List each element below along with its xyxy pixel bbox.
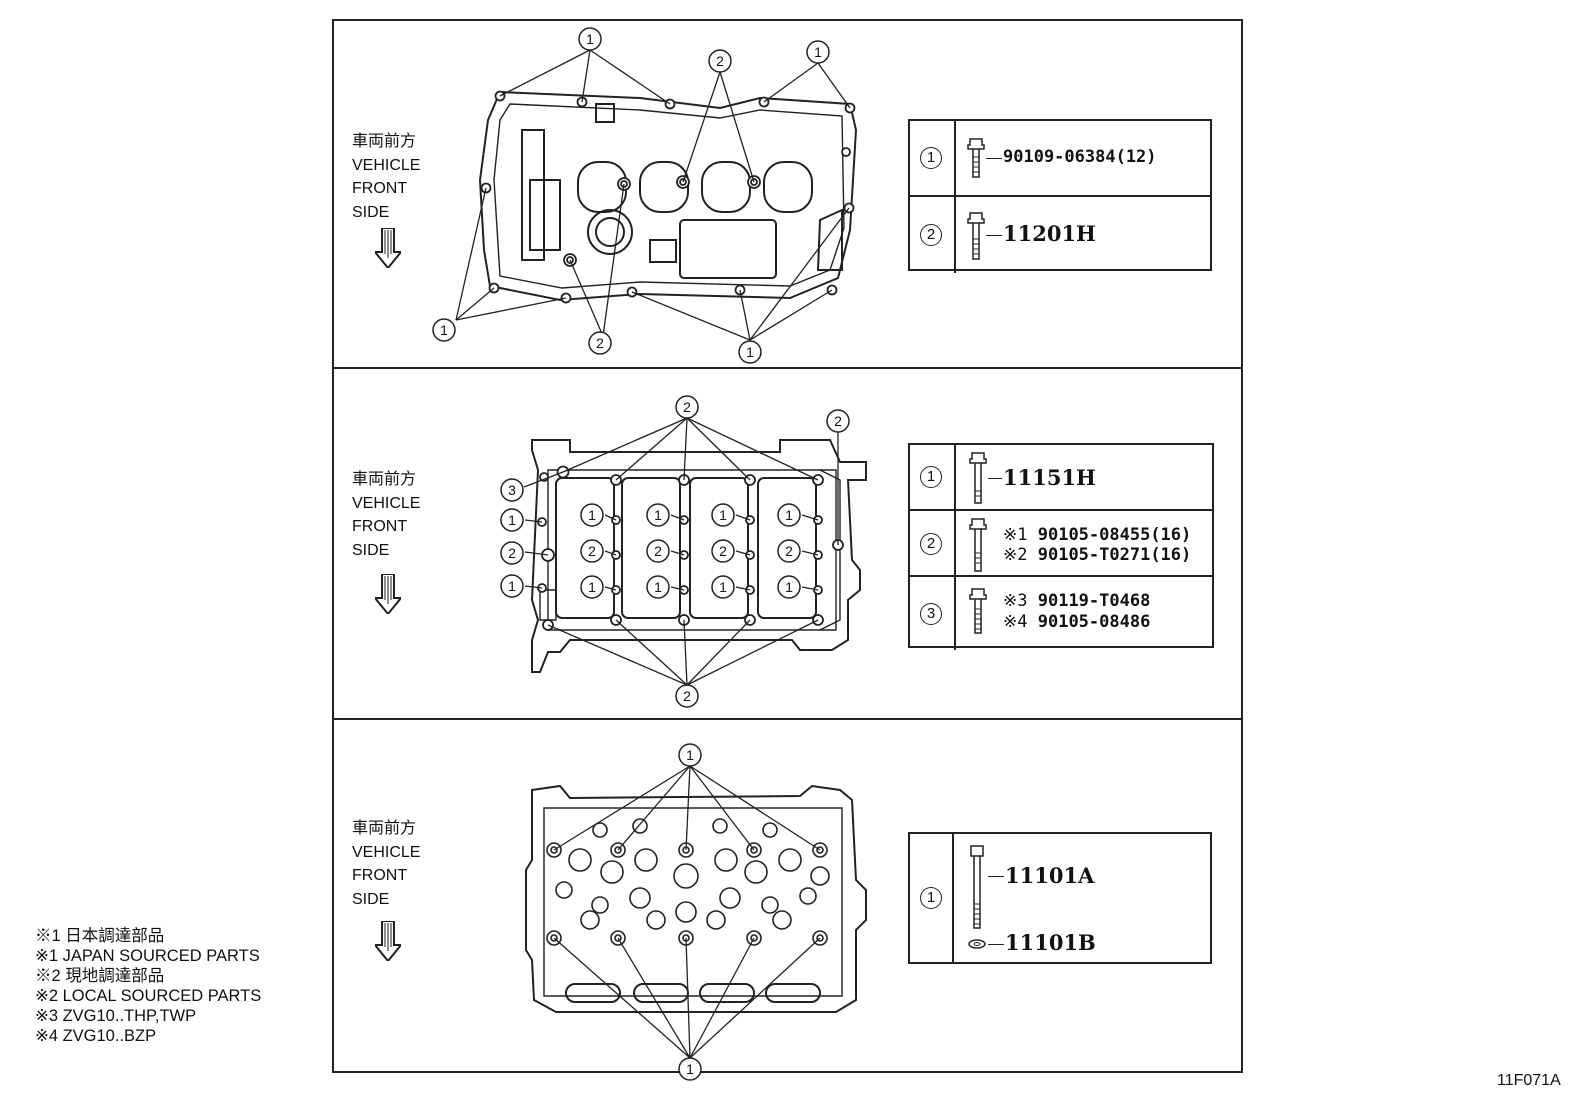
svg-text:1: 1 — [588, 507, 596, 523]
bolt-row-2: 2 11201H — [910, 195, 1210, 273]
svg-text:1: 1 — [785, 579, 793, 595]
svg-text:1: 1 — [440, 322, 448, 338]
svg-text:2: 2 — [683, 399, 691, 415]
down-arrow-icon — [375, 921, 401, 961]
callout-1 — [806, 40, 830, 64]
flange-bolt-icon — [969, 588, 987, 634]
footnotes: ※1 日本調達部品 ※1 JAPAN SOURCED PARTS ※2 現地調達… — [35, 926, 261, 1046]
bolt-row-3: 3 ※3 90119-T0468 ※4 90105-08486 — [910, 575, 1212, 650]
svg-text:1: 1 — [686, 747, 694, 763]
footnote: ※4 ZVG10..BZP — [35, 1027, 157, 1045]
svg-text:3: 3 — [508, 482, 516, 498]
row-index: 1 — [920, 147, 942, 169]
flange-bolt-icon — [967, 212, 985, 260]
callout-2 — [708, 49, 732, 73]
svg-text:1: 1 — [654, 507, 662, 523]
part-number-bzp: ※4 90105-08486 — [1003, 612, 1151, 632]
svg-text:1: 1 — [508, 578, 516, 594]
head-bolt-part-number: 11101A — [1005, 863, 1095, 888]
svg-text:2: 2 — [508, 545, 516, 561]
svg-text:1: 1 — [719, 507, 727, 523]
bolt-table-panel-2: 1 11151H 2 ※1 90105-08455(16) ※2 90105-T… — [908, 443, 1214, 650]
bolt-table-panel-3: 1 11101A 11101B — [908, 832, 1212, 964]
diagram-frame — [332, 19, 1243, 1073]
row-index: 3 — [920, 602, 942, 625]
bolt-row-1: 1 11101A 11101B — [910, 834, 1210, 962]
part-number-thp-twp: ※3 90119-T0468 — [1003, 591, 1151, 611]
down-arrow-icon — [375, 574, 401, 614]
part-number: 90109-06384(12) — [1003, 147, 1157, 167]
svg-text:2: 2 — [654, 543, 662, 559]
panel-divider — [332, 718, 1243, 720]
svg-text:1: 1 — [686, 1061, 694, 1077]
footnote: ※3 ZVG10..THP,TWP — [35, 1007, 197, 1025]
row-index: 2 — [920, 533, 942, 555]
svg-text:2: 2 — [834, 413, 842, 429]
washer-part-number: 11101B — [1005, 930, 1096, 955]
footnote: ※2 LOCAL SOURCED PARTS — [35, 987, 262, 1005]
svg-text:1: 1 — [746, 344, 754, 360]
svg-text:2: 2 — [596, 335, 604, 351]
part-number: 11201H — [1003, 221, 1096, 246]
svg-text:1: 1 — [654, 579, 662, 595]
bolt-row-1: 1 11151H — [910, 445, 1212, 509]
down-arrow-icon — [375, 228, 401, 268]
svg-text:2: 2 — [716, 53, 724, 69]
footnote: ※1 JAPAN SOURCED PARTS — [35, 947, 260, 965]
part-number: 11151H — [1003, 465, 1096, 490]
row-index: 1 — [920, 887, 942, 909]
svg-text:2: 2 — [785, 543, 793, 559]
part-number-japan: ※1 90105-08455(16) — [1003, 525, 1192, 545]
bolt-table-panel-1: 1 90109-06384(12) 2 11201H — [908, 119, 1212, 273]
callout-1 — [578, 27, 602, 51]
flange-bolt-icon — [969, 518, 987, 572]
svg-text:1: 1 — [785, 507, 793, 523]
row-index: 1 — [920, 466, 942, 488]
callout-1 — [738, 340, 762, 364]
flange-bolt-icon — [967, 138, 985, 178]
panel-divider — [332, 367, 1243, 369]
callout-1 — [432, 318, 456, 342]
part-number-local: ※2 90105-T0271(16) — [1003, 545, 1192, 565]
svg-text:2: 2 — [588, 543, 596, 559]
bolt-row-2: 2 ※1 90105-08455(16) ※2 90105-T0271(16) — [910, 509, 1212, 577]
footnote: ※2 現地調達部品 — [35, 967, 165, 985]
bolt-row-1: 1 90109-06384(12) — [910, 121, 1210, 195]
vehicle-front-side-label: 車両前方 VEHICLE FRONT SIDE — [352, 820, 421, 908]
callout-2 — [588, 331, 612, 355]
vehicle-front-side-label: 車両前方 VEHICLE FRONT SIDE — [352, 471, 421, 559]
svg-text:1: 1 — [508, 512, 516, 528]
svg-text:2: 2 — [683, 688, 691, 704]
svg-text:1: 1 — [814, 44, 822, 60]
head-bolt-and-washer-icon — [968, 845, 986, 949]
figure-code: 11F071A — [1497, 1072, 1561, 1089]
svg-text:1: 1 — [719, 579, 727, 595]
svg-text:1: 1 — [586, 31, 594, 47]
row-index: 2 — [920, 224, 942, 246]
footnote: ※1 日本調達部品 — [35, 927, 165, 945]
flange-bolt-icon — [969, 452, 987, 504]
vehicle-front-side-label: 車両前方 VEHICLE FRONT SIDE — [352, 133, 421, 221]
svg-text:1: 1 — [588, 579, 596, 595]
svg-text:2: 2 — [719, 543, 727, 559]
